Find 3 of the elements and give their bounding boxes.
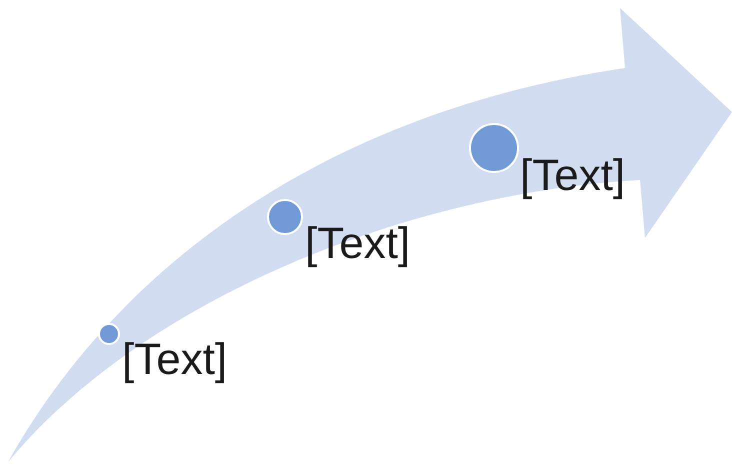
step-label: [Text] [305,220,410,268]
step-label: [Text] [122,336,228,384]
step-label: [Text] [520,152,626,200]
